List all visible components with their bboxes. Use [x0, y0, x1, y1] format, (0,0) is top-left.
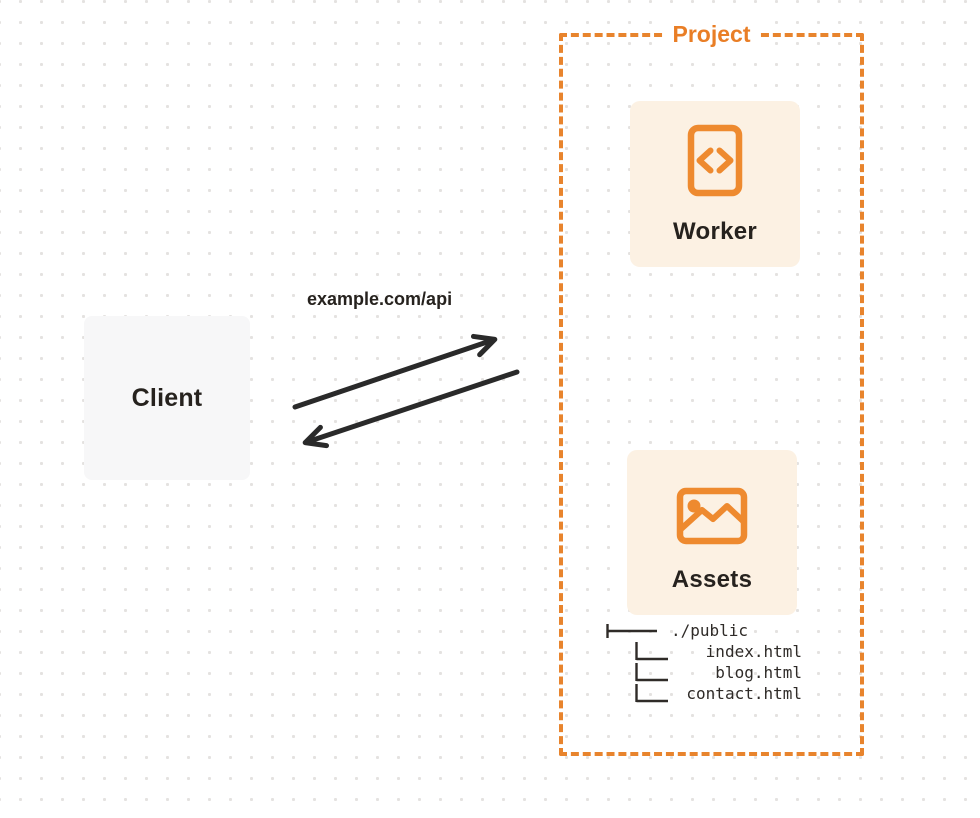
code-document-icon	[687, 124, 743, 197]
image-icon-sun	[687, 499, 701, 513]
tree-file-name: index.html	[705, 642, 802, 661]
worker-node: Worker	[630, 101, 800, 267]
tree-branch-icon	[635, 662, 668, 681]
worker-label: Worker	[672, 218, 758, 245]
tree-row-root: ./public	[605, 620, 802, 641]
file-tree: ./public index.html blog.html contact.ht…	[605, 620, 802, 704]
tree-branch-icon	[635, 641, 668, 660]
assets-label: Assets	[671, 566, 753, 593]
tree-file-name: contact.html	[686, 684, 802, 703]
tree-root-name: ./public	[671, 621, 749, 640]
tree-file-name: blog.html	[715, 663, 802, 682]
client-label: Client	[131, 383, 203, 412]
project-container: Project	[559, 21, 864, 756]
request-response-arrows	[292, 333, 520, 449]
client-node: Client	[84, 316, 250, 480]
request-arrow	[292, 333, 498, 410]
project-label: Project	[662, 21, 761, 48]
tree-branch-icon	[606, 623, 657, 638]
tree-branch-icon	[635, 683, 668, 702]
image-icon	[676, 487, 748, 545]
tree-row-file: contact.html	[605, 683, 802, 704]
tree-row-file: index.html	[605, 641, 802, 662]
request-url-label: example.com/api	[307, 289, 453, 309]
assets-node: Assets	[627, 450, 797, 615]
response-arrow	[302, 369, 520, 449]
image-icon-mountains	[678, 503, 746, 532]
tree-row-file: blog.html	[605, 662, 802, 683]
